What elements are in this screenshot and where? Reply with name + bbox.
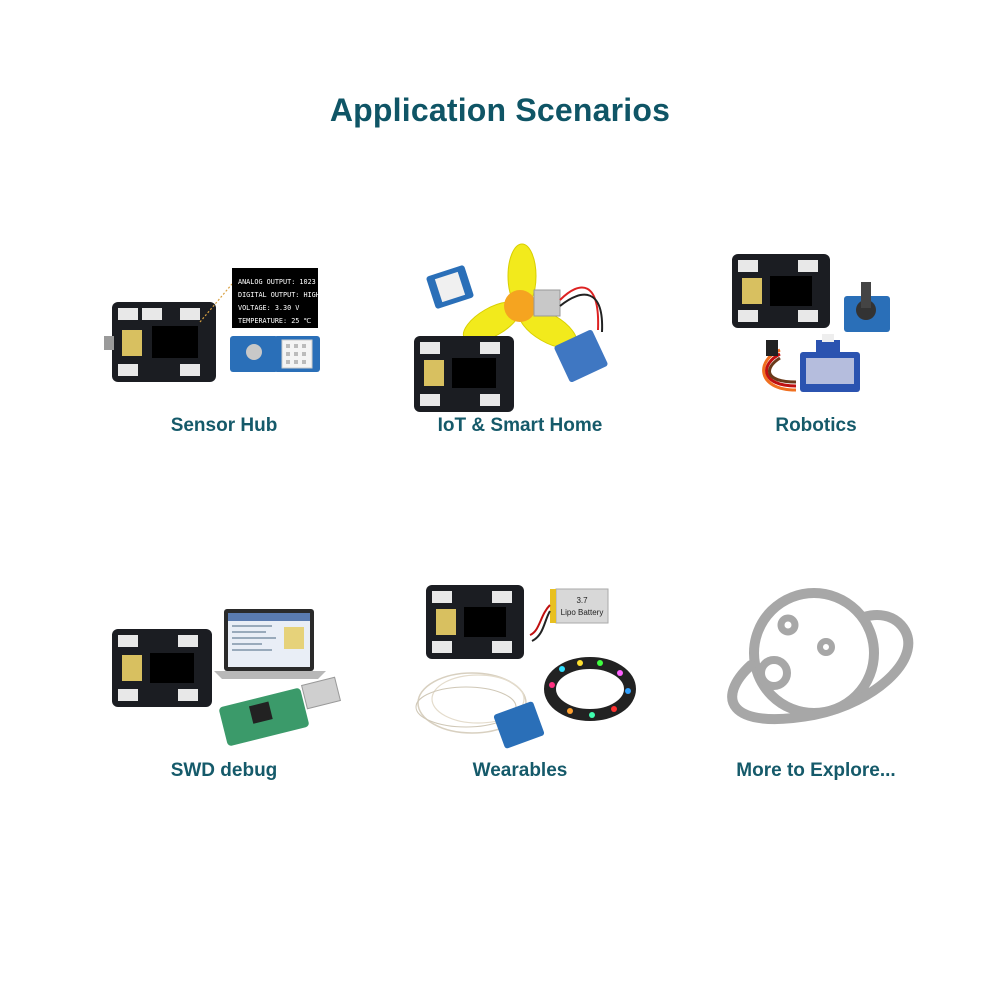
display-line-3: VOLTAGE: 3.30 V [238, 304, 299, 312]
scenario-label-more-to-explore: More to Explore... [736, 760, 896, 781]
scenario-label-sensor-hub: Sensor Hub [170, 415, 278, 436]
page-title: Application Scenarios [329, 92, 671, 128]
scenario-label-robotics: Robotics [775, 415, 857, 436]
display-line-4: TEMPERATURE: 25 ℃ [238, 317, 311, 325]
scenario-more-to-explore[interactable]: More to Explore... [696, 585, 936, 805]
display-line-1: ANALOG OUTPUT: 1023 [238, 278, 316, 286]
scenario-wearables[interactable]: 3.7 Lipo Battery Wearables [400, 585, 640, 805]
robotics-illustration [732, 254, 890, 392]
swd-debug-illustration [112, 609, 342, 746]
scenario-robotics[interactable]: Robotics [696, 240, 936, 460]
display-line-2: DIGITAL OUTPUT: HIGH [238, 291, 320, 299]
scenario-label-swd-debug: SWD debug [170, 760, 278, 781]
scenario-label-wearables: Wearables [472, 760, 568, 781]
sensor-hub-illustration: ANALOG OUTPUT: 1023 DIGITAL OUTPUT: HIGH… [104, 268, 320, 382]
scenario-label-iot: IoT & Smart Home [437, 415, 603, 436]
iot-smart-home-illustration [414, 243, 608, 412]
battery-name: Lipo Battery [561, 608, 604, 617]
scenario-iot-smart-home[interactable]: IoT & Smart Home [400, 240, 640, 460]
scenario-swd-debug[interactable]: SWD debug [104, 585, 344, 805]
planet-icon [727, 588, 914, 724]
scenario-sensor-hub[interactable]: ANALOG OUTPUT: 1023 DIGITAL OUTPUT: HIGH… [104, 240, 344, 460]
battery-voltage: 3.7 [576, 596, 588, 605]
wearables-illustration: 3.7 Lipo Battery [415, 585, 636, 749]
